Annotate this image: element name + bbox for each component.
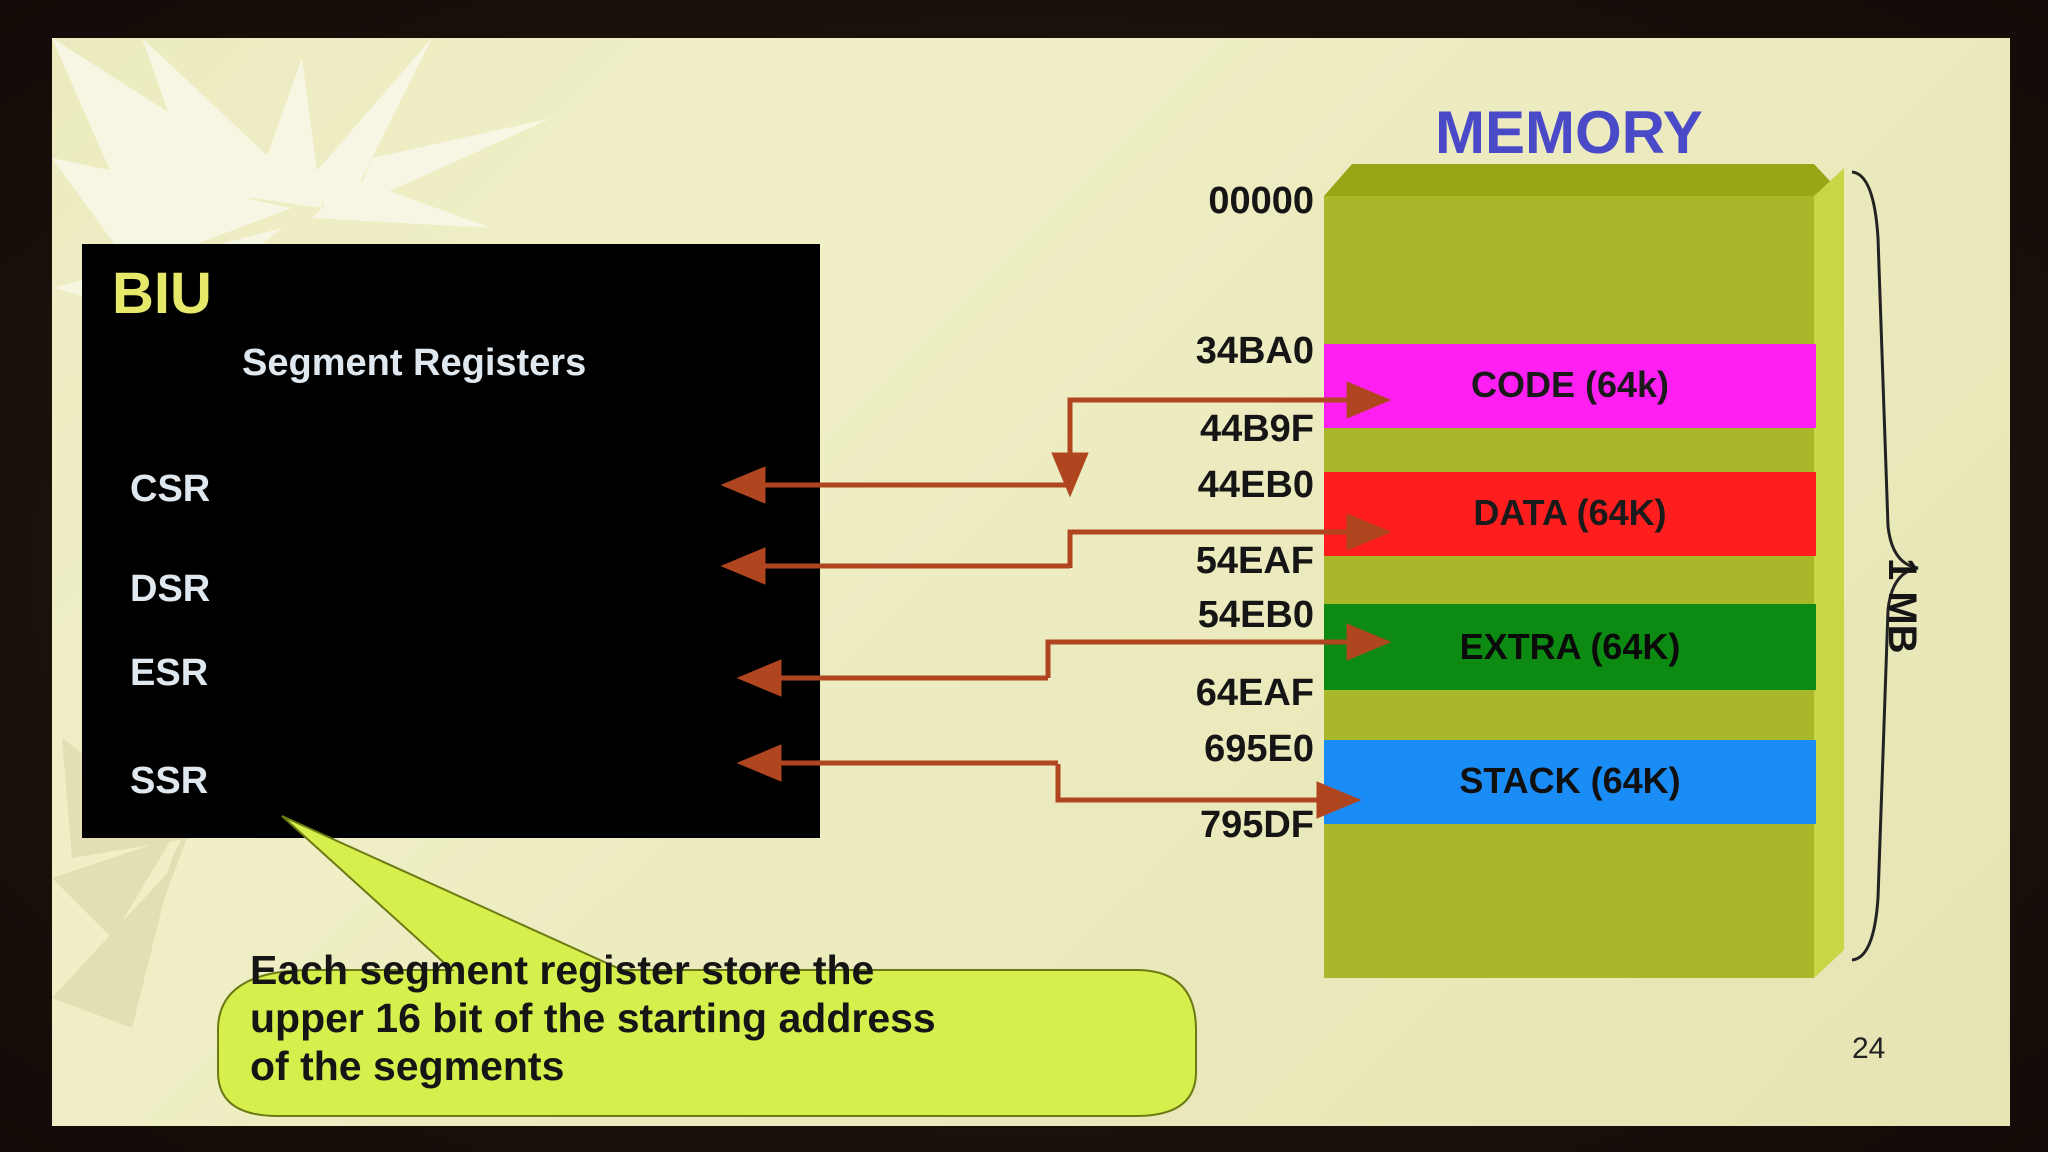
segment-data-label: DATA (64K)	[1473, 492, 1667, 533]
biu-title: BIU	[112, 261, 212, 326]
address-extra-start: 54EB0	[1197, 594, 1314, 636]
segment-extra-block	[1324, 604, 1816, 690]
register-ssr: SSR	[130, 760, 209, 802]
memory-size-label: 1 MB	[1880, 558, 1924, 654]
address-stack-start: 695E0	[1204, 728, 1314, 770]
slide: BIU Segment Registers CSR DSR ESR SSR ME…	[52, 38, 2010, 1126]
arrow-dsr-data	[1067, 513, 1392, 568]
memory-title: MEMORY	[1435, 99, 1703, 166]
memory-column-side	[1814, 168, 1844, 978]
memory-column-top	[1324, 164, 1844, 196]
memory-column-front	[1324, 196, 1814, 978]
address-stack-end: 795DF	[1199, 804, 1314, 846]
callout-balloon	[217, 815, 1197, 1117]
segment-stack-label: STACK (64K)	[1459, 760, 1681, 801]
address-data-start: 44EB0	[1197, 464, 1314, 506]
segment-code-label: CODE (64k)	[1470, 364, 1670, 405]
segment-extra-label: EXTRA (64K)	[1459, 626, 1681, 667]
address-extra-end: 64EAF	[1195, 672, 1314, 714]
address-code-start: 34BA0	[1195, 330, 1314, 372]
biu-panel	[82, 244, 820, 838]
segment-registers-title: Segment Registers	[242, 342, 587, 384]
callout-line-2: upper 16 bit of the starting address	[250, 995, 936, 1041]
memory-map-diagram	[217, 164, 1919, 1117]
register-esr: ESR	[130, 652, 209, 694]
address-start: 00000	[1208, 180, 1314, 222]
segment-code-block	[1324, 344, 1816, 428]
page-number: 24	[1852, 1032, 1886, 1065]
register-dsr: DSR	[130, 568, 211, 610]
callout-line-3: of the segments	[250, 1043, 565, 1089]
address-data-end: 54EAF	[1195, 540, 1314, 582]
arrow-ssr-stack	[1055, 764, 1362, 819]
arrow-csr-code	[1051, 381, 1392, 498]
memory-size-brace	[1851, 170, 1919, 962]
arrow-esr-extra	[1045, 623, 1392, 678]
callout-line-1: Each segment register store the	[250, 947, 875, 993]
segment-data-block	[1324, 472, 1816, 556]
register-csr: CSR	[130, 468, 211, 510]
address-code-end: 44B9F	[1199, 408, 1314, 450]
segment-stack-block	[1324, 740, 1816, 824]
callout-text: Each segment register store the upper 16…	[250, 946, 936, 1090]
